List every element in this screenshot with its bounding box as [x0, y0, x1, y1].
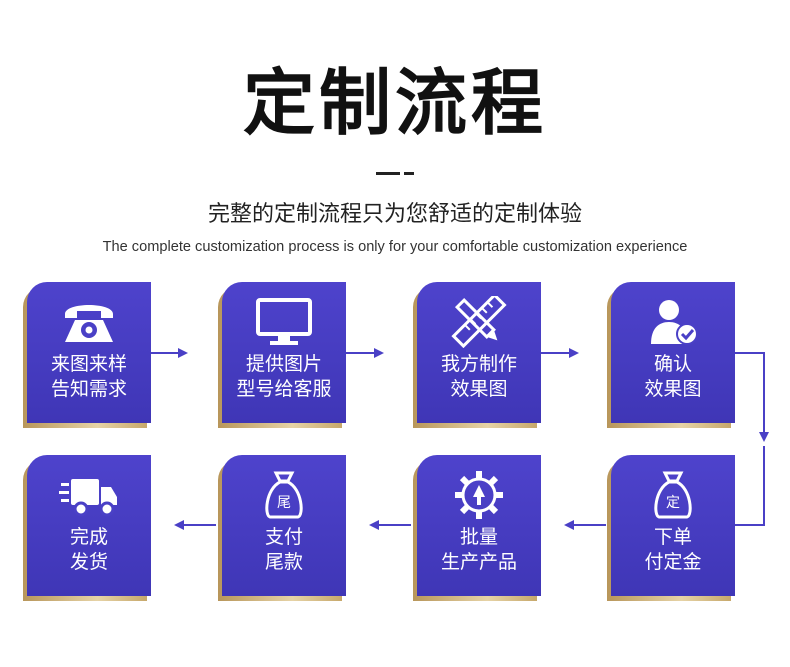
step-label: 支付尾款: [264, 526, 303, 573]
step-card-6: 批量生产产品: [413, 455, 541, 601]
arrow-down-5: [732, 446, 765, 526]
step-card-2: 提供图片型号给客服: [218, 282, 346, 428]
page-title: 定制流程: [242, 61, 547, 145]
step-label: 提供图片型号给客服: [236, 353, 332, 400]
ruler-pencil-icon: [451, 296, 507, 348]
deposit-bag-icon: 定: [654, 471, 692, 519]
svg-text:尾: 尾: [277, 495, 291, 511]
step-label: 下单付定金: [644, 526, 702, 573]
step-label: 我方制作效果图: [440, 353, 517, 400]
gear-icon: [455, 471, 503, 519]
balance-bag-icon: 尾: [265, 471, 303, 519]
step-card-3: 我方制作效果图: [413, 282, 541, 428]
step-card-4: 确认效果图: [607, 282, 735, 428]
subtitle: 完整的定制流程只为您舒适的定制体验: [207, 202, 582, 227]
step-label: 批量生产产品: [440, 526, 517, 573]
step-card-1: 来图来样告知需求: [23, 282, 151, 428]
step-card-5: 定 下单付定金: [607, 455, 735, 601]
step-label: 确认效果图: [644, 353, 702, 400]
delivery-truck-icon: [59, 479, 117, 517]
user-check-icon: [651, 300, 698, 345]
step-label: 来图来样告知需求: [50, 353, 127, 400]
step-card-8: 完成发货: [23, 455, 151, 601]
monitor-icon: [256, 298, 312, 345]
subtitle-english: The complete customization process is on…: [102, 239, 688, 255]
telephone-icon: [65, 305, 113, 342]
step-label: 完成发货: [69, 526, 108, 573]
svg-text:定: 定: [666, 495, 680, 511]
step-card-7: 尾 支付尾款: [218, 455, 346, 601]
title-divider: [376, 172, 414, 175]
arrow-4-down: [731, 352, 769, 442]
